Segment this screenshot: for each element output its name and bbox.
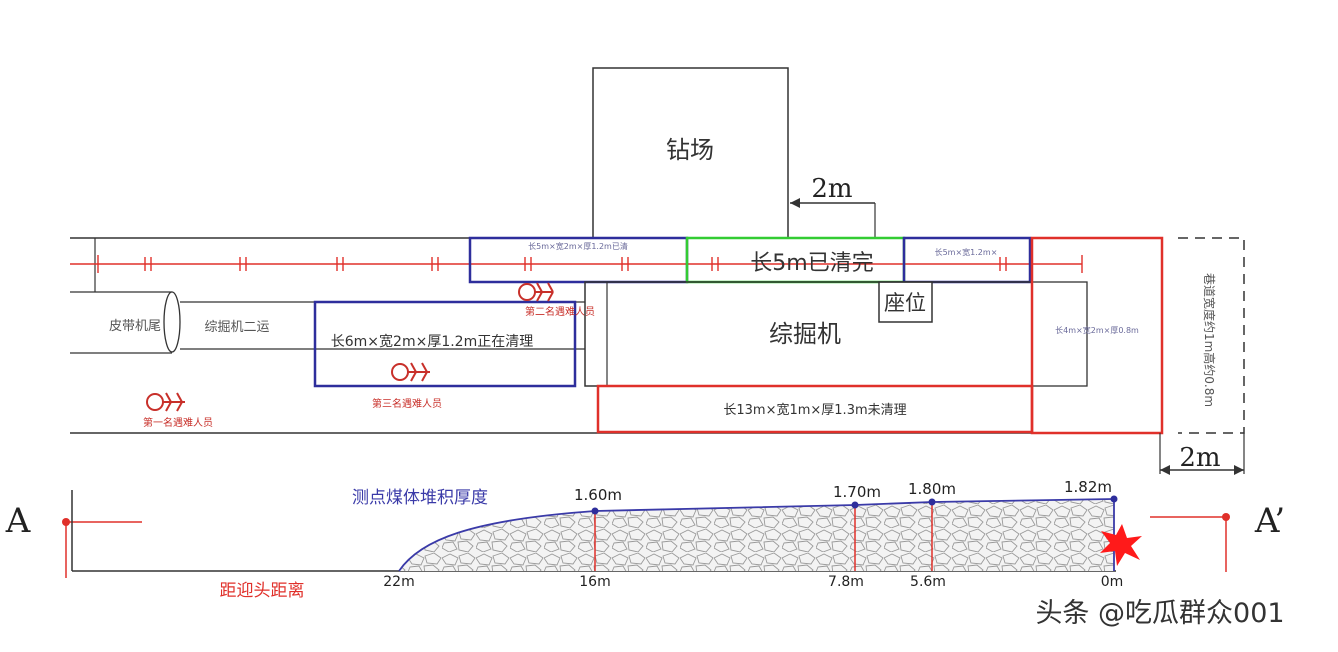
person-3-label: 第三名遇难人员 xyxy=(372,397,442,410)
person-1-label: 第一名遇难人员 xyxy=(143,416,213,429)
dim-2m-right-arrows xyxy=(1160,465,1244,475)
box-top-right xyxy=(902,236,1032,284)
section-start-dot xyxy=(62,518,70,526)
cleared-box-label: 长5m已清完 xyxy=(750,251,873,276)
person-2-icon xyxy=(518,282,554,302)
explosion-star-icon xyxy=(1100,524,1142,566)
machine-label: 综掘机 xyxy=(769,320,841,348)
thickness-7.8m: 1.70m xyxy=(833,483,881,501)
right-red-box-label: 长4m×宽2m×厚0.8m xyxy=(1055,325,1139,335)
dashed-extension xyxy=(1178,237,1245,434)
distance-0m: 0m xyxy=(1101,574,1124,590)
seat-box xyxy=(878,281,933,323)
profile-title: 测点煤体堆积厚度 xyxy=(352,488,488,508)
thickness-5.6m: 1.80m xyxy=(908,480,956,498)
left-cylinder-label: 皮带机尾 xyxy=(109,319,161,334)
box-top-right-label: 长5m×宽1.2m× xyxy=(935,247,998,257)
right-red-box xyxy=(1030,236,1164,435)
distance-7.8m: 7.8m xyxy=(828,574,864,590)
bottom-red-box-label: 长13m×宽1m×厚1.3m未清理 xyxy=(723,402,906,418)
coal-pile xyxy=(399,499,1114,571)
dim-2m-top-label: 2m xyxy=(811,174,852,204)
mid-blue-box-label: 长6m×宽2m×厚1.2m正在清理 xyxy=(331,333,533,350)
thickness-0m: 1.82m xyxy=(1064,478,1112,496)
measure-points xyxy=(591,495,1118,515)
cylinder-end xyxy=(163,291,181,353)
section-end-label: A’ xyxy=(1254,501,1285,541)
seat-label: 座位 xyxy=(884,291,926,315)
section-start-label: A xyxy=(5,501,31,541)
person-1-icon xyxy=(146,392,185,412)
belt-ticks xyxy=(97,255,1083,273)
dim-2m-right-label: 2m xyxy=(1179,443,1220,473)
distance-22m: 22m xyxy=(383,574,414,590)
box-top-left-label: 长5m×宽2m×厚1.2m已清 xyxy=(528,241,628,251)
second-segment-label: 综掘机二运 xyxy=(204,320,269,335)
person-2-label: 第二名遇难人员 xyxy=(525,305,595,318)
person-3-icon xyxy=(391,362,430,382)
mid-blue-box xyxy=(313,300,577,388)
watermark: 头条 @吃瓜群众001 xyxy=(1035,598,1284,629)
thickness-16m: 1.60m xyxy=(574,486,622,504)
measure-lines xyxy=(594,502,933,571)
distance-16m: 16m xyxy=(579,574,610,590)
drill-field-label: 钻场 xyxy=(666,136,714,164)
distance-axis-label: 距迎头距离 xyxy=(220,581,305,601)
dim-arrow-left xyxy=(790,198,800,208)
distance-5.6m: 5.6m xyxy=(910,574,946,590)
right-side-vertical-label: 巷道宽度约1m高约0.8m xyxy=(1202,273,1217,407)
section-end-dot xyxy=(1222,513,1230,521)
